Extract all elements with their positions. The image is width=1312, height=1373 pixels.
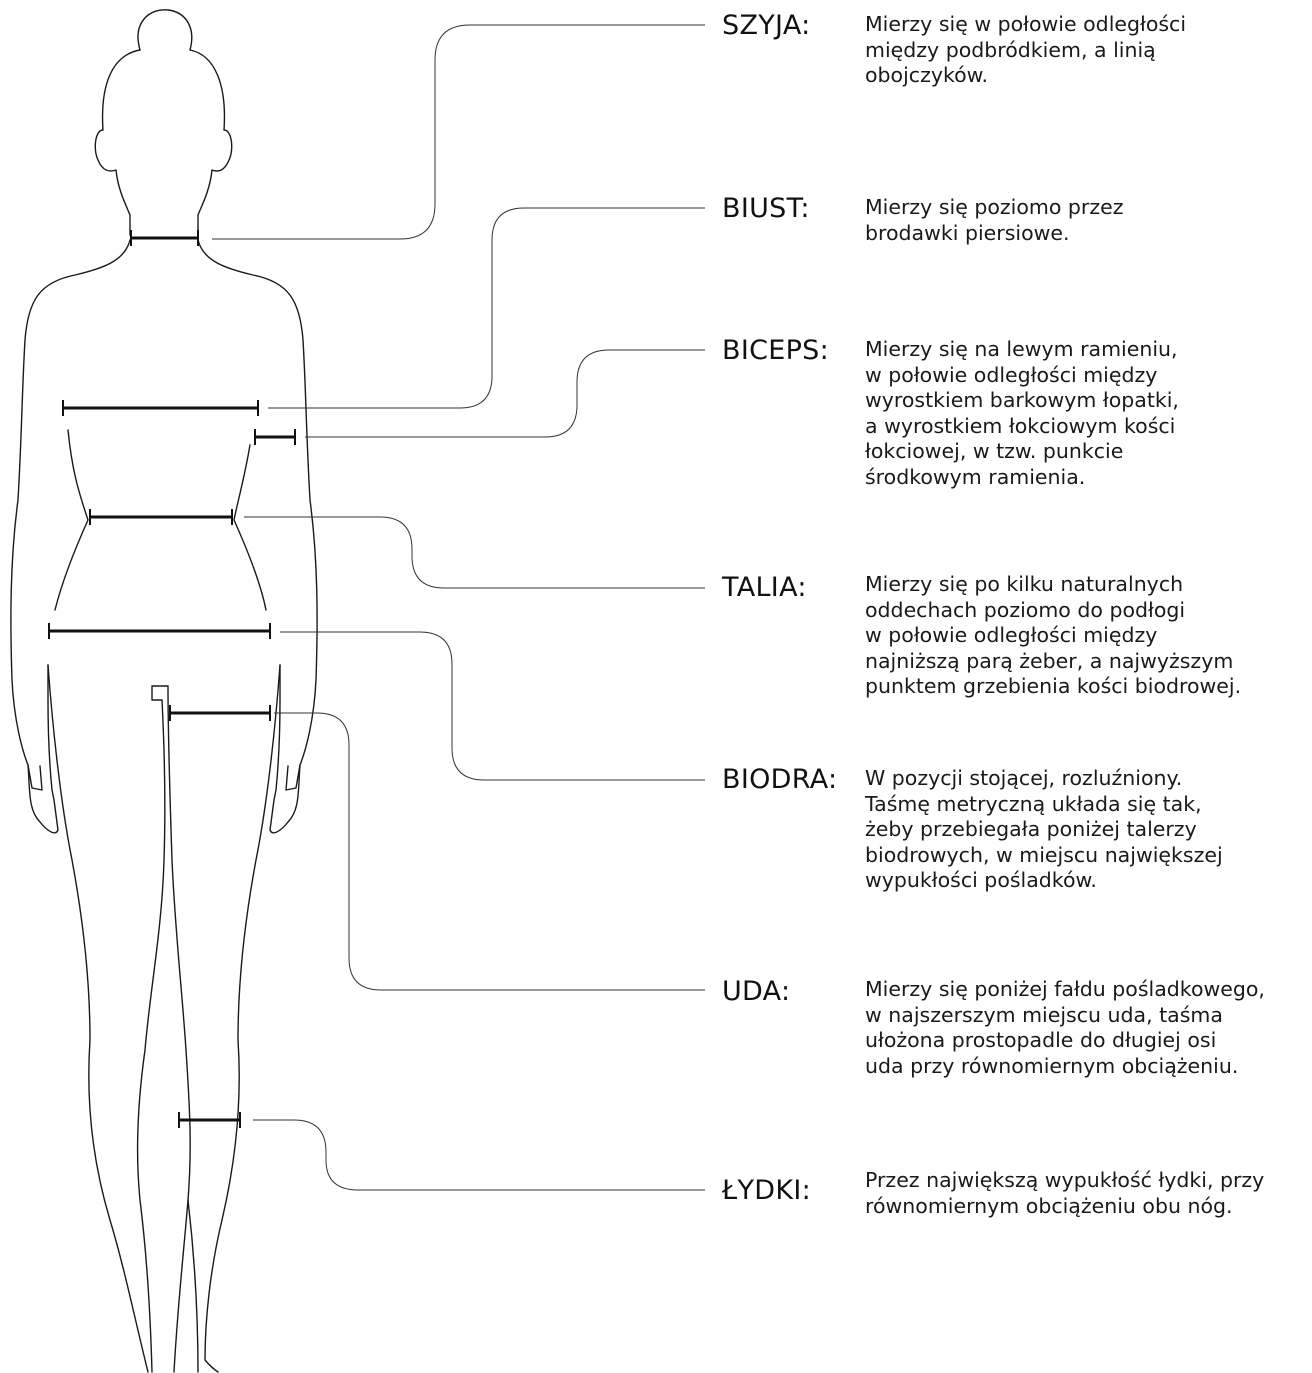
label-biust: BIUST: xyxy=(722,193,810,225)
leader-biust xyxy=(268,208,705,408)
right-leg-outer xyxy=(205,665,280,1372)
label-szyja: SZYJA: xyxy=(722,10,811,42)
label-talia: TALIA: xyxy=(722,572,807,604)
knee-line xyxy=(188,1200,198,1372)
head-outline xyxy=(95,50,231,235)
right-side-outline xyxy=(198,240,317,833)
description-biust: Mierzy się poziomo przez brodawki piersi… xyxy=(865,195,1305,246)
leader-uda xyxy=(274,713,705,990)
description-lydki: Przez największą wypukłość łydki, przy r… xyxy=(865,1168,1305,1219)
left-side-outline xyxy=(11,240,130,833)
hair-bun xyxy=(138,10,192,50)
leader-lines xyxy=(212,25,705,1190)
leader-szyja xyxy=(212,25,705,239)
leader-biodra xyxy=(280,632,705,780)
measurement-bars xyxy=(49,230,295,1128)
leader-lydki xyxy=(253,1120,705,1190)
left-leg-outer xyxy=(48,665,148,1372)
inner-legs xyxy=(138,686,191,1372)
description-biodra: W pozycji stojącej, rozluźniony. Taśmę m… xyxy=(865,766,1305,894)
description-biceps: Mierzy się na lewym ramieniu, w połowie … xyxy=(865,337,1305,490)
label-uda: UDA: xyxy=(722,976,790,1008)
leader-biceps xyxy=(305,350,705,437)
description-uda: Mierzy się poniżej fałdu pośladkowego, w… xyxy=(865,977,1305,1079)
label-lydki: ŁYDKI: xyxy=(722,1175,811,1207)
left-hand-detail xyxy=(28,765,42,790)
description-szyja: Mierzy się w połowie odległości między p… xyxy=(865,12,1305,89)
torso-left-inner xyxy=(55,430,88,610)
label-biodra: BIODRA: xyxy=(722,764,837,796)
body-silhouette xyxy=(11,10,317,1372)
right-hand-detail xyxy=(286,765,300,790)
description-talia: Mierzy się po kilku naturalnych oddechac… xyxy=(865,572,1305,700)
torso-right-inner xyxy=(234,445,266,610)
label-biceps: BICEPS: xyxy=(722,335,829,367)
